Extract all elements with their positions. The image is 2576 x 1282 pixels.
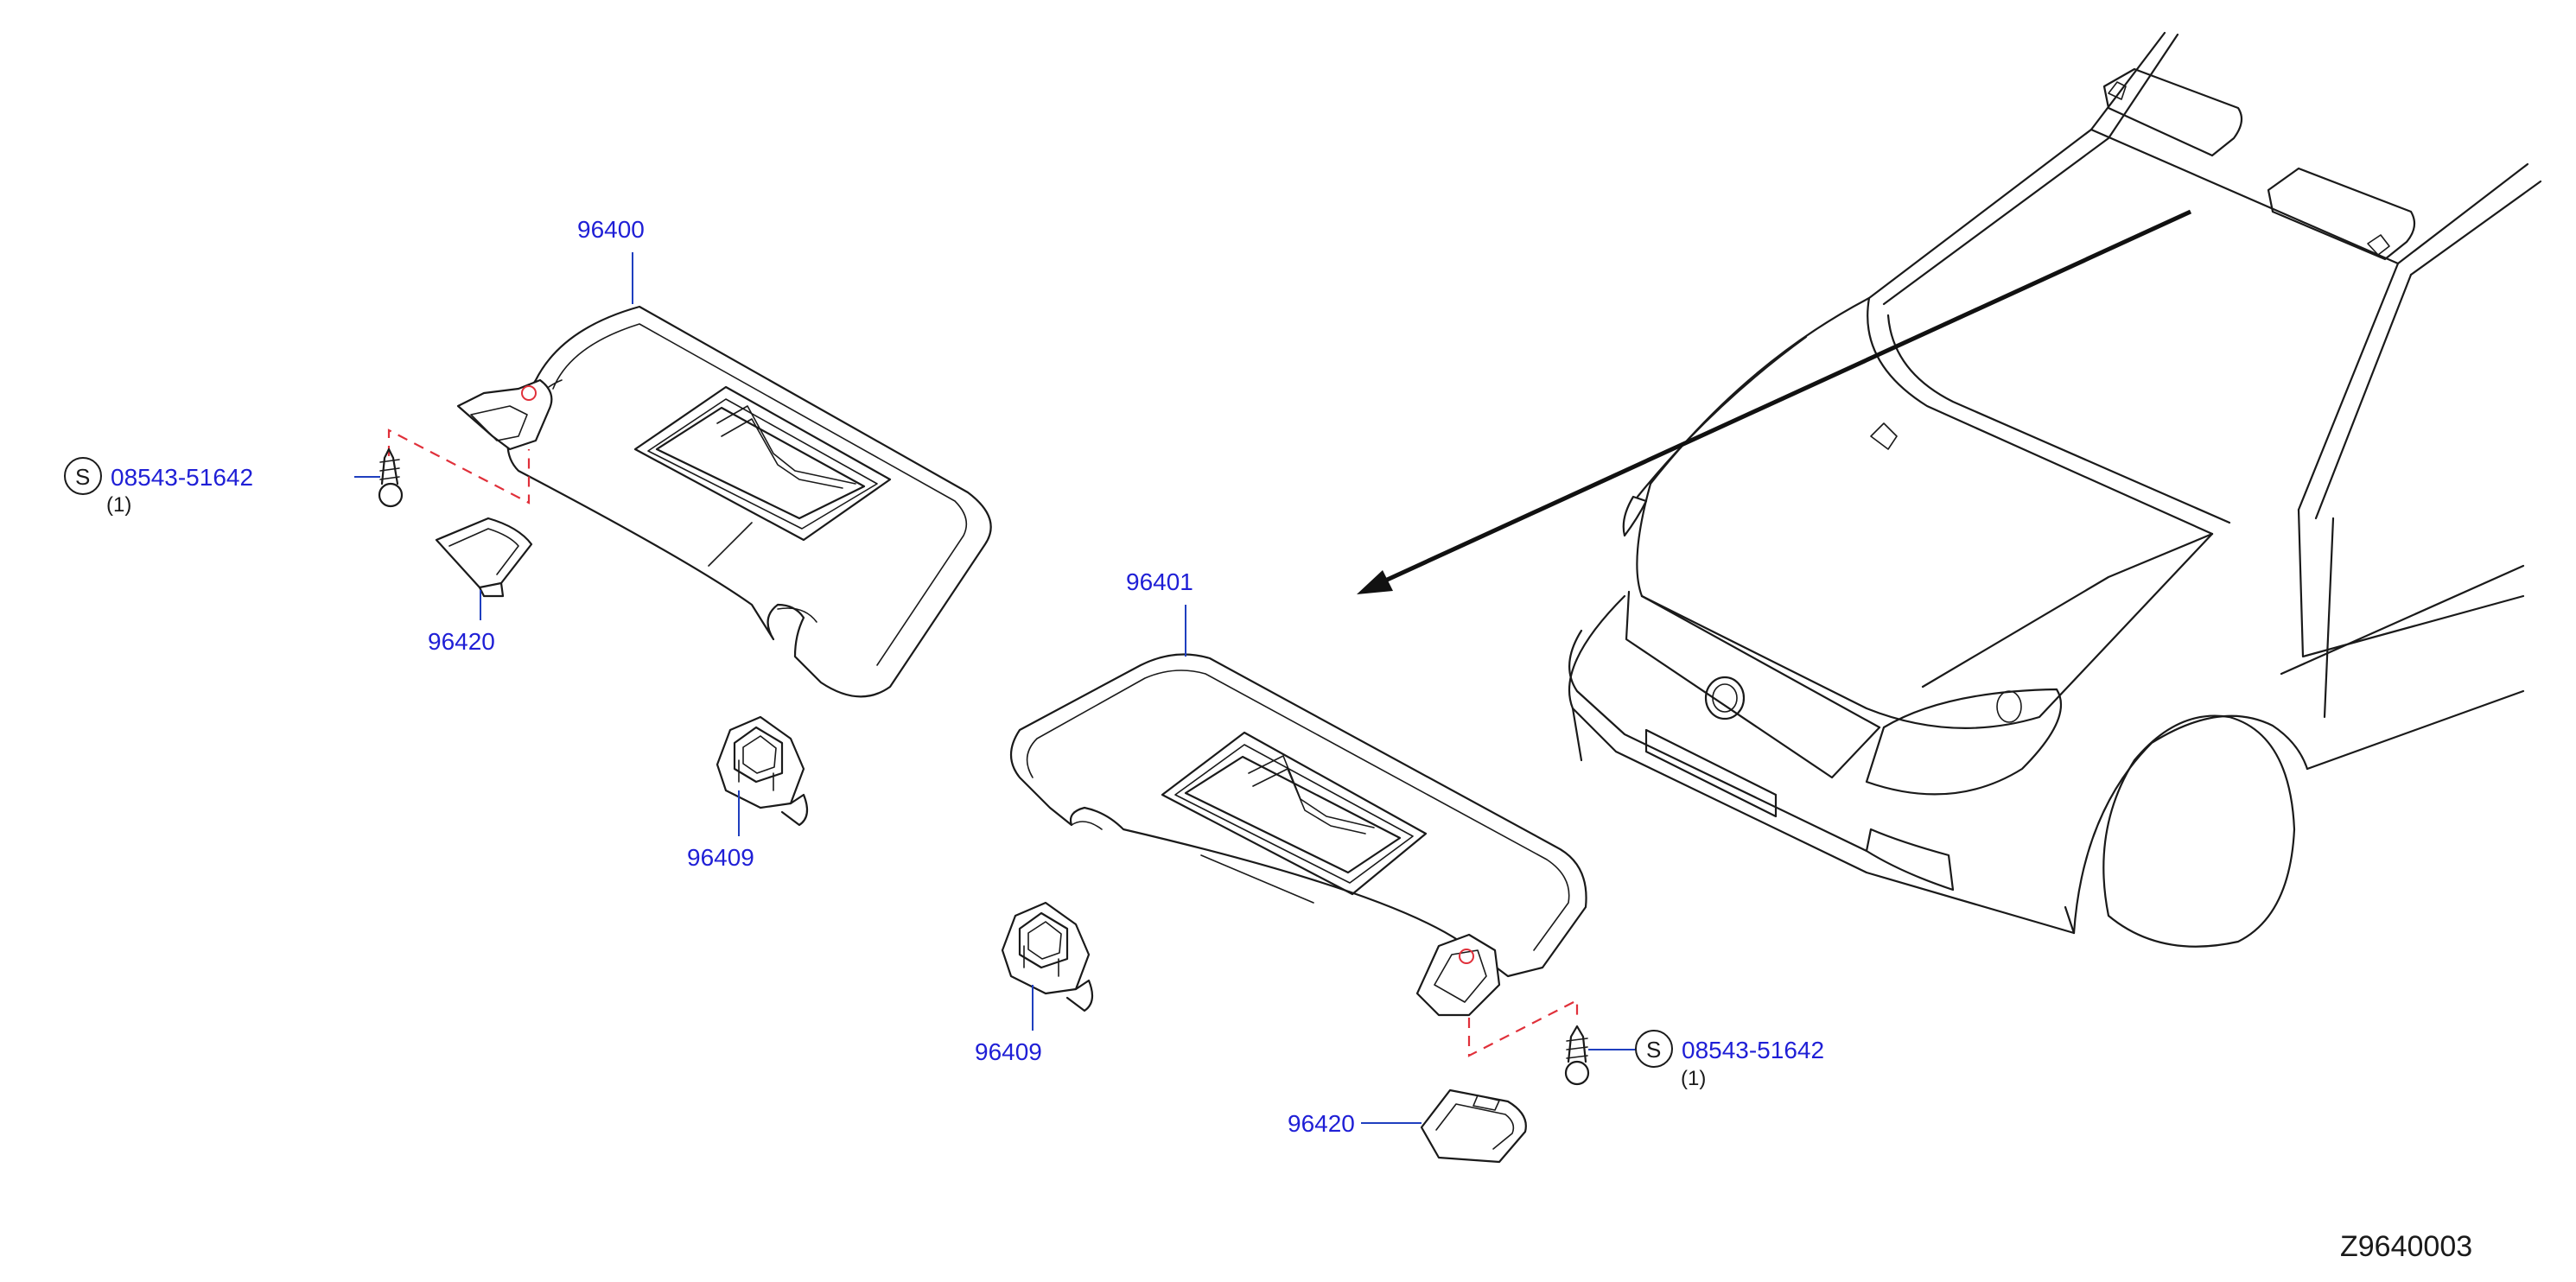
location-arrow xyxy=(1357,209,2192,594)
sun-visor-driver xyxy=(456,305,992,698)
car-illustration xyxy=(1568,31,2542,948)
standard-part-symbol-left: S xyxy=(64,457,102,495)
svg-text:S: S xyxy=(1646,1037,1661,1063)
screw-left xyxy=(378,447,404,508)
callout-screw-right[interactable]: 08543-51642 xyxy=(1682,1037,1824,1063)
qty-screw-left: (1) xyxy=(106,493,131,517)
standard-part-symbol-right: S xyxy=(1635,1030,1673,1068)
sun-visor-passenger xyxy=(1009,653,1587,1017)
callout-96401[interactable]: 96401 xyxy=(1126,568,1193,595)
screw-right xyxy=(1564,1025,1590,1086)
diagram-code: Z9640003 xyxy=(2340,1230,2472,1263)
holder-left xyxy=(716,715,809,827)
callout-96420-left[interactable]: 96420 xyxy=(428,628,495,655)
holder-right xyxy=(1001,901,1094,1012)
callout-96420-right[interactable]: 96420 xyxy=(1288,1110,1355,1137)
callout-96409-right[interactable]: 96409 xyxy=(975,1038,1042,1065)
svg-text:S: S xyxy=(75,464,90,490)
callout-96400[interactable]: 96400 xyxy=(577,216,645,243)
cover-left xyxy=(435,517,533,598)
fastener-dashed-line-right xyxy=(1467,999,1579,1057)
callout-screw-left[interactable]: 08543-51642 xyxy=(111,464,253,491)
cover-right xyxy=(1420,1088,1527,1164)
qty-screw-right: (1) xyxy=(1681,1067,1706,1090)
callout-96409-left[interactable]: 96409 xyxy=(687,844,754,871)
